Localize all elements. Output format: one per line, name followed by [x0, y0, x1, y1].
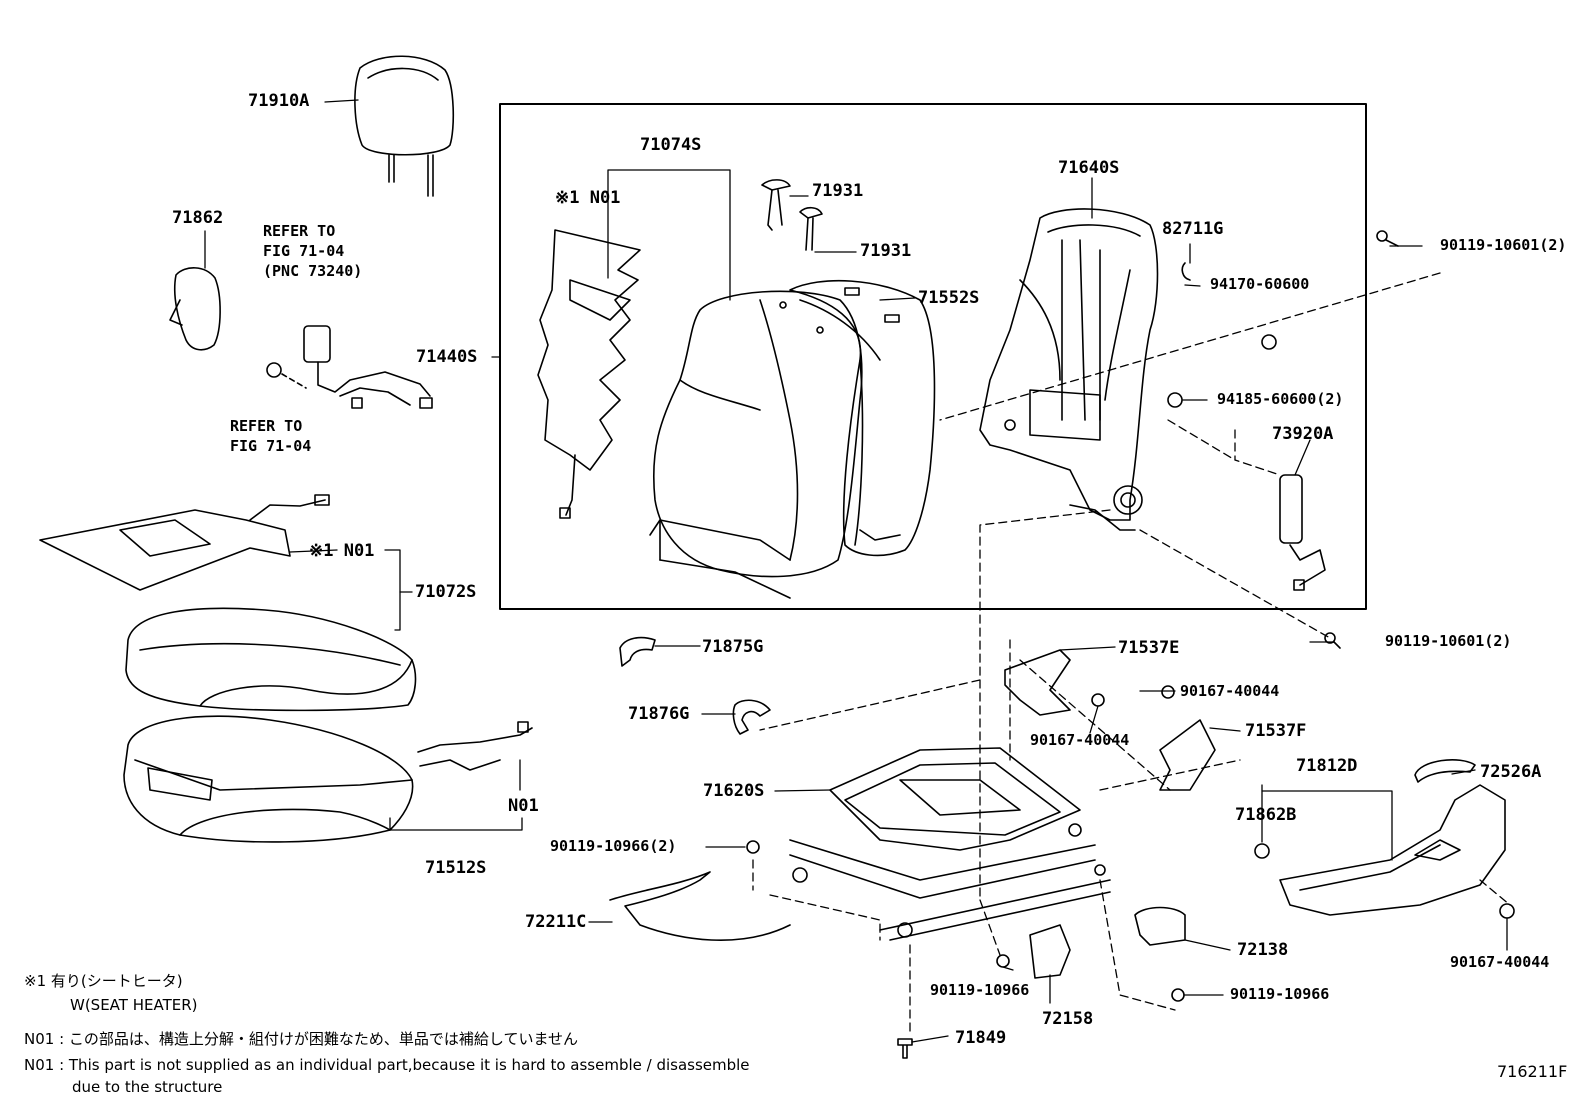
bolt-90119-10601-top-part [1376, 230, 1399, 247]
pnc-71072s[interactable]: 71072S [415, 582, 477, 602]
hog-ring-parts [761, 179, 823, 251]
cover-71876g-part [732, 699, 771, 735]
pnc-71552s[interactable]: 71552S [918, 288, 980, 308]
pnc-90119-10601-upper[interactable]: 90119-10601(2) [1440, 236, 1567, 254]
knob-72526a-part [1414, 759, 1476, 783]
seatbelt-buckle-part [266, 325, 433, 409]
bracket-parts [1004, 649, 1216, 791]
pnc-71862[interactable]: 71862 [172, 208, 224, 228]
cover-72138-part [1134, 906, 1186, 946]
pnc-71875g[interactable]: 71875G [702, 637, 764, 657]
screw-71862b-part [1254, 843, 1270, 859]
bolt-71849-part [897, 1038, 913, 1059]
footnote-n01-english-cont: due to the structure [72, 1078, 223, 1096]
pnc-82711g[interactable]: 82711G [1162, 219, 1224, 239]
pnc-90119-10601-lower[interactable]: 90119-10601(2) [1385, 632, 1512, 650]
pnc-90119-10966-left[interactable]: 90119-10966 [930, 981, 1030, 999]
escutcheon-part [169, 267, 221, 351]
pnc-72526a[interactable]: 72526A [1480, 762, 1542, 782]
wire-72211c-part [609, 871, 791, 941]
pnc-72158[interactable]: 72158 [1042, 1009, 1094, 1029]
cover-71875g-part [619, 636, 656, 667]
pnc-71876g[interactable]: 71876G [628, 704, 690, 724]
footnote-n01-english: N01 : This part is not supplied as an in… [24, 1056, 750, 1074]
seat-heater-mat-part [39, 494, 330, 591]
bolt-90119-10966-a-part [996, 954, 1010, 968]
seatback-heater-mat-part [537, 229, 641, 519]
pnc-71440s[interactable]: 71440S [416, 347, 478, 367]
pnc-90119-10966-right[interactable]: 90119-10966 [1230, 985, 1330, 1003]
clip-82711g-part [1181, 262, 1191, 281]
footnote-mark-line2: W(SEAT HEATER) [70, 996, 198, 1014]
bolt-90119-10966-2-part [746, 840, 760, 854]
pnc-71849[interactable]: 71849 [955, 1028, 1007, 1048]
pnc-71862b[interactable]: 71862B [1235, 805, 1297, 825]
heater-harness-part [417, 721, 533, 771]
seat-cushion-pad-part [123, 715, 414, 843]
pnc-90167-40044-lower[interactable]: 90167-40044 [1450, 953, 1550, 971]
pnc-71640s[interactable]: 71640S [1058, 158, 1120, 178]
pnc-71812d[interactable]: 71812D [1296, 756, 1358, 776]
pnc-71910a[interactable]: 71910A [248, 91, 310, 111]
pnc-71931-upper[interactable]: 71931 [812, 181, 864, 201]
footnote-mark-line1: ※1 有り(シートヒータ) [24, 972, 183, 990]
refer-note-anchor: REFER TO FIG 71-04 [230, 417, 312, 455]
seat-cushion-cover-part [125, 607, 417, 712]
pnc-90167-40044-upper[interactable]: 90167-40044 [1180, 682, 1280, 700]
cover-72158-part [1029, 924, 1071, 979]
seatback-pad-part [789, 279, 936, 557]
screw-90167-40044-part [1499, 903, 1515, 919]
pnc-73920a[interactable]: 73920A [1272, 424, 1334, 444]
bolt-90119-10966-b-part [1171, 988, 1185, 1002]
pnc-94185-60600[interactable]: 94185-60600(2) [1217, 390, 1344, 408]
pnc-94170-60600[interactable]: 94170-60600 [1210, 275, 1310, 293]
seat-side-shield-part [1279, 784, 1506, 916]
pnc-71512s[interactable]: 71512S [425, 858, 487, 878]
refer-note-buckle: REFER TO FIG 71-04 (PNC 73240) [263, 222, 363, 280]
pnc-n01-seatback[interactable]: ※1 N01 [555, 188, 621, 208]
pnc-72211c[interactable]: 72211C [525, 912, 587, 932]
side-airbag-part [1279, 474, 1326, 591]
pnc-72138[interactable]: 72138 [1237, 940, 1289, 960]
footnote-n01-japanese: N01 : この部品は、構造上分解・組付けが困難なため、単品では補給していません [24, 1030, 579, 1048]
headrest-part [354, 55, 455, 197]
leader-lines [204, 99, 1508, 1043]
figure-number: 716211F [1497, 1062, 1568, 1081]
pnc-71537f[interactable]: 71537F [1245, 721, 1307, 741]
pnc-71931-lower[interactable]: 71931 [860, 241, 912, 261]
bolt-90119-10601-bottom-part [1324, 632, 1341, 649]
nut-94185-part [1167, 392, 1183, 408]
pnc-n01-cushion[interactable]: ※1 N01 [309, 541, 375, 561]
pnc-71537e[interactable]: 71537E [1118, 638, 1180, 658]
assembly-dashed-lines [752, 272, 1511, 1036]
pnc-90167-40044-middle[interactable]: 90167-40044 [1030, 731, 1130, 749]
seatback-frame-part [979, 208, 1159, 531]
seatback-cover-part [649, 290, 863, 599]
nut-94170-part [1261, 334, 1277, 350]
pnc-90119-10966-2[interactable]: 90119-10966(2) [550, 837, 677, 855]
pnc-n01-harness[interactable]: N01 [508, 796, 539, 816]
pnc-71620s[interactable]: 71620S [703, 781, 765, 801]
pnc-71074s[interactable]: 71074S [640, 135, 702, 155]
seat-track-adjuster-part [789, 747, 1111, 941]
